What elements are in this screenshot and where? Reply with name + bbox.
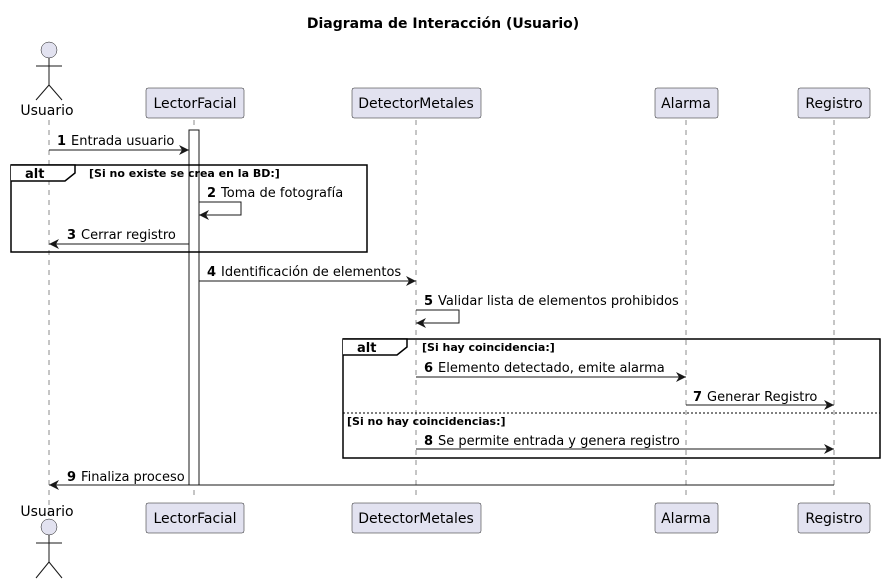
- participant-label-detectormetales: DetectorMetales: [358, 511, 474, 527]
- participant-label-usuario: Usuario: [20, 103, 73, 119]
- participant-alarma-bottom: Alarma: [654, 502, 719, 534]
- participant-label-detectormetales: DetectorMetales: [358, 96, 474, 112]
- participant-alarma-top: Alarma: [654, 87, 719, 119]
- fragment-guard: [Si no existe se crea en la BD:]: [89, 167, 280, 180]
- diagram-title: Diagrama de Interacción (Usuario): [307, 16, 579, 32]
- fragment-guard: [Si hay coincidencia:]: [422, 341, 555, 354]
- participant-detectormetales-bottom: DetectorMetales: [351, 502, 482, 534]
- participant-registro-top: Registro: [797, 87, 871, 119]
- alt-fragment-1: alt [Si no existe se crea en la BD:]: [10, 164, 368, 253]
- participant-registro-bottom: Registro: [797, 502, 871, 534]
- activation-lectorfacial: [188, 129, 200, 486]
- fragment-else-guard: [Si no hay coincidencias:]: [347, 415, 506, 428]
- actor-usuario-bottom: Usuario: [20, 504, 74, 579]
- participant-label-usuario: Usuario: [20, 504, 73, 520]
- participant-label-registro: Registro: [805, 511, 862, 527]
- participant-label-alarma: Alarma: [661, 511, 711, 527]
- participant-label-lectorfacial: LectorFacial: [153, 511, 236, 527]
- participant-label-lectorfacial: LectorFacial: [153, 96, 236, 112]
- participant-label-registro: Registro: [805, 96, 862, 112]
- actor-usuario-top: Usuario: [20, 41, 74, 119]
- participant-label-alarma: Alarma: [661, 96, 711, 112]
- participant-detectormetales-top: DetectorMetales: [351, 87, 482, 119]
- alt-fragment-2: alt [Si hay coincidencia:] [Si no hay co…: [342, 338, 881, 459]
- participant-lectorfacial-bottom: LectorFacial: [145, 502, 245, 534]
- participant-lectorfacial-top: LectorFacial: [145, 87, 245, 119]
- fragment-keyword: alt: [357, 341, 376, 356]
- fragment-keyword: alt: [25, 167, 44, 182]
- svg-text:8Se permite entrada y genera r: 8Se permite entrada y genera registro: [424, 434, 680, 449]
